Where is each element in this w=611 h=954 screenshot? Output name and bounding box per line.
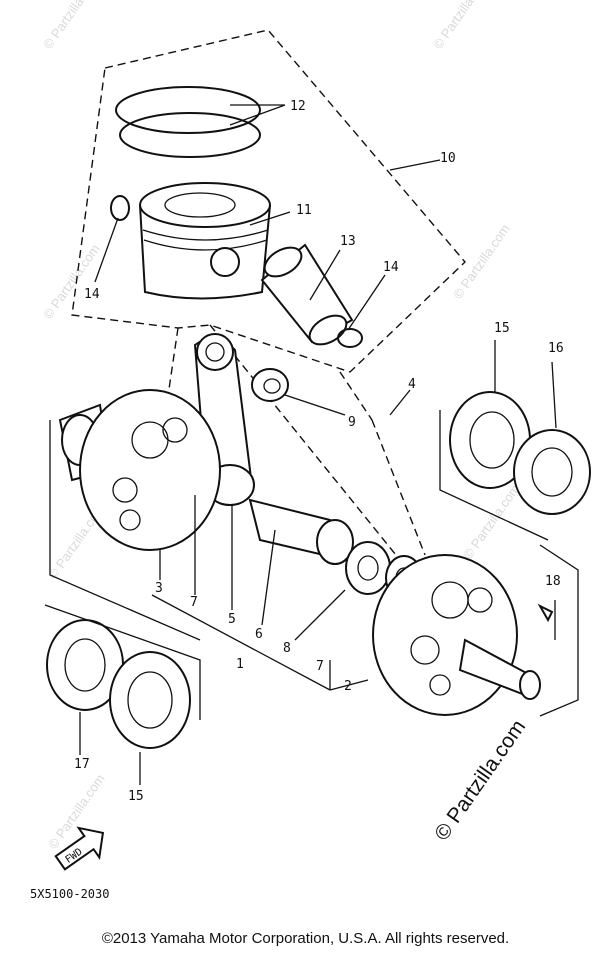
bearing-upper [449, 391, 531, 489]
leader-lines [44, 104, 579, 785]
left-crankshaft [58, 389, 221, 551]
callout-5: 5 [228, 612, 236, 627]
callout-8: 8 [283, 641, 291, 656]
callout-4: 4 [408, 377, 416, 392]
callout-7: 7 [190, 595, 198, 610]
oil-seal-lower [46, 619, 124, 711]
callout-14: 14 [84, 287, 100, 302]
watermark: © Partzilla.com [40, 0, 103, 52]
copyright-notice: ©2013 Yamaha Motor Corporation, U.S.A. A… [101, 930, 510, 947]
diagram-code: 5X5100-2030 [30, 887, 109, 901]
callout-1: 1 [236, 657, 244, 672]
callout-14: 14 [383, 260, 399, 275]
watermark: © Partzilla.com [430, 0, 493, 52]
callout-6: 6 [255, 627, 263, 642]
piston-pin [260, 243, 354, 346]
callout-9: 9 [348, 415, 356, 430]
circlips [110, 195, 363, 348]
piston-rings [115, 86, 261, 158]
callout-11: 11 [296, 203, 312, 218]
callouts: 12 10 11 13 14 14 4 9 15 16 3 7 5 6 1 8 … [74, 99, 564, 804]
woodruff-key [537, 603, 554, 623]
callout-16: 16 [548, 341, 564, 356]
right-crankshaft [372, 554, 541, 716]
callout-18: 18 [545, 574, 561, 589]
piston [139, 182, 271, 300]
callout-17: 17 [74, 757, 90, 772]
bearing-lower [109, 651, 191, 749]
small-end-bearing [251, 368, 289, 402]
assembly-boundaries [71, 29, 466, 561]
oil-seal-upper [513, 429, 591, 515]
piston-assembly-boundary [71, 29, 466, 373]
crank-pin [248, 498, 354, 565]
watermark: © Partzilla.com [460, 481, 523, 561]
callout-15: 15 [494, 321, 510, 336]
callout-2: 2 [344, 679, 352, 694]
callout-7: 7 [316, 659, 324, 674]
watermark: © Partzilla.com [40, 241, 103, 321]
callout-3: 3 [155, 581, 163, 596]
callout-15: 15 [128, 789, 144, 804]
big-end-bearing [345, 541, 391, 595]
callout-12: 12 [290, 99, 306, 114]
callout-10: 10 [440, 151, 456, 166]
callout-13: 13 [340, 234, 356, 249]
watermark-main: © Partzilla.com [430, 716, 530, 845]
watermark: © Partzilla.com [450, 221, 513, 301]
